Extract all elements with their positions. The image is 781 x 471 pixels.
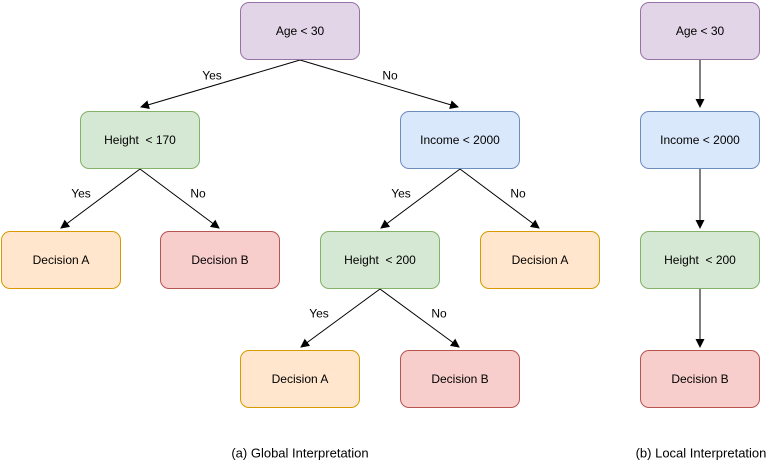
- edge-label-yes: Yes: [201, 68, 223, 83]
- node-global-age: Age < 30: [240, 2, 360, 60]
- edge-label-no: No: [189, 186, 207, 201]
- edge-global-age-yes: [140, 59, 301, 110]
- node-global-income: Income < 2000: [400, 111, 520, 169]
- edge-label-no: No: [509, 186, 527, 201]
- edge-global-age-no: [299, 59, 459, 110]
- node-global-decision-b-left: Decision B: [160, 231, 280, 289]
- edge-global-height170-no: [139, 168, 220, 229]
- node-global-decision-b-bottom: Decision B: [400, 350, 520, 408]
- node-local-decision-b: Decision B: [640, 350, 760, 408]
- edge-global-income-yes: [380, 168, 461, 229]
- node-local-income: Income < 2000: [640, 111, 760, 169]
- node-local-age: Age < 30: [640, 2, 760, 60]
- edge-global-income-no: [459, 168, 540, 229]
- edge-global-height200-yes: [300, 288, 381, 348]
- edge-global-height170-yes: [60, 168, 141, 229]
- edge-label-yes: Yes: [390, 186, 412, 201]
- node-global-decision-a-left: Decision A: [1, 231, 121, 289]
- node-global-height200: Height < 200: [320, 231, 440, 289]
- node-global-height170: Height < 170: [80, 111, 200, 169]
- node-local-height200: Height < 200: [640, 231, 760, 289]
- edge-label-yes: Yes: [308, 306, 330, 321]
- edge-global-height200-no: [379, 288, 460, 348]
- edge-label-no: No: [430, 306, 448, 321]
- edge-label-yes: Yes: [70, 186, 92, 201]
- caption-global-interpretation: (a) Global Interpretation: [231, 445, 369, 461]
- caption-local-interpretation: (b) Local Interpretation: [635, 445, 767, 461]
- node-global-decision-a-bottom: Decision A: [240, 350, 360, 408]
- edge-label-no: No: [381, 68, 399, 83]
- node-global-decision-a-right: Decision A: [480, 231, 600, 289]
